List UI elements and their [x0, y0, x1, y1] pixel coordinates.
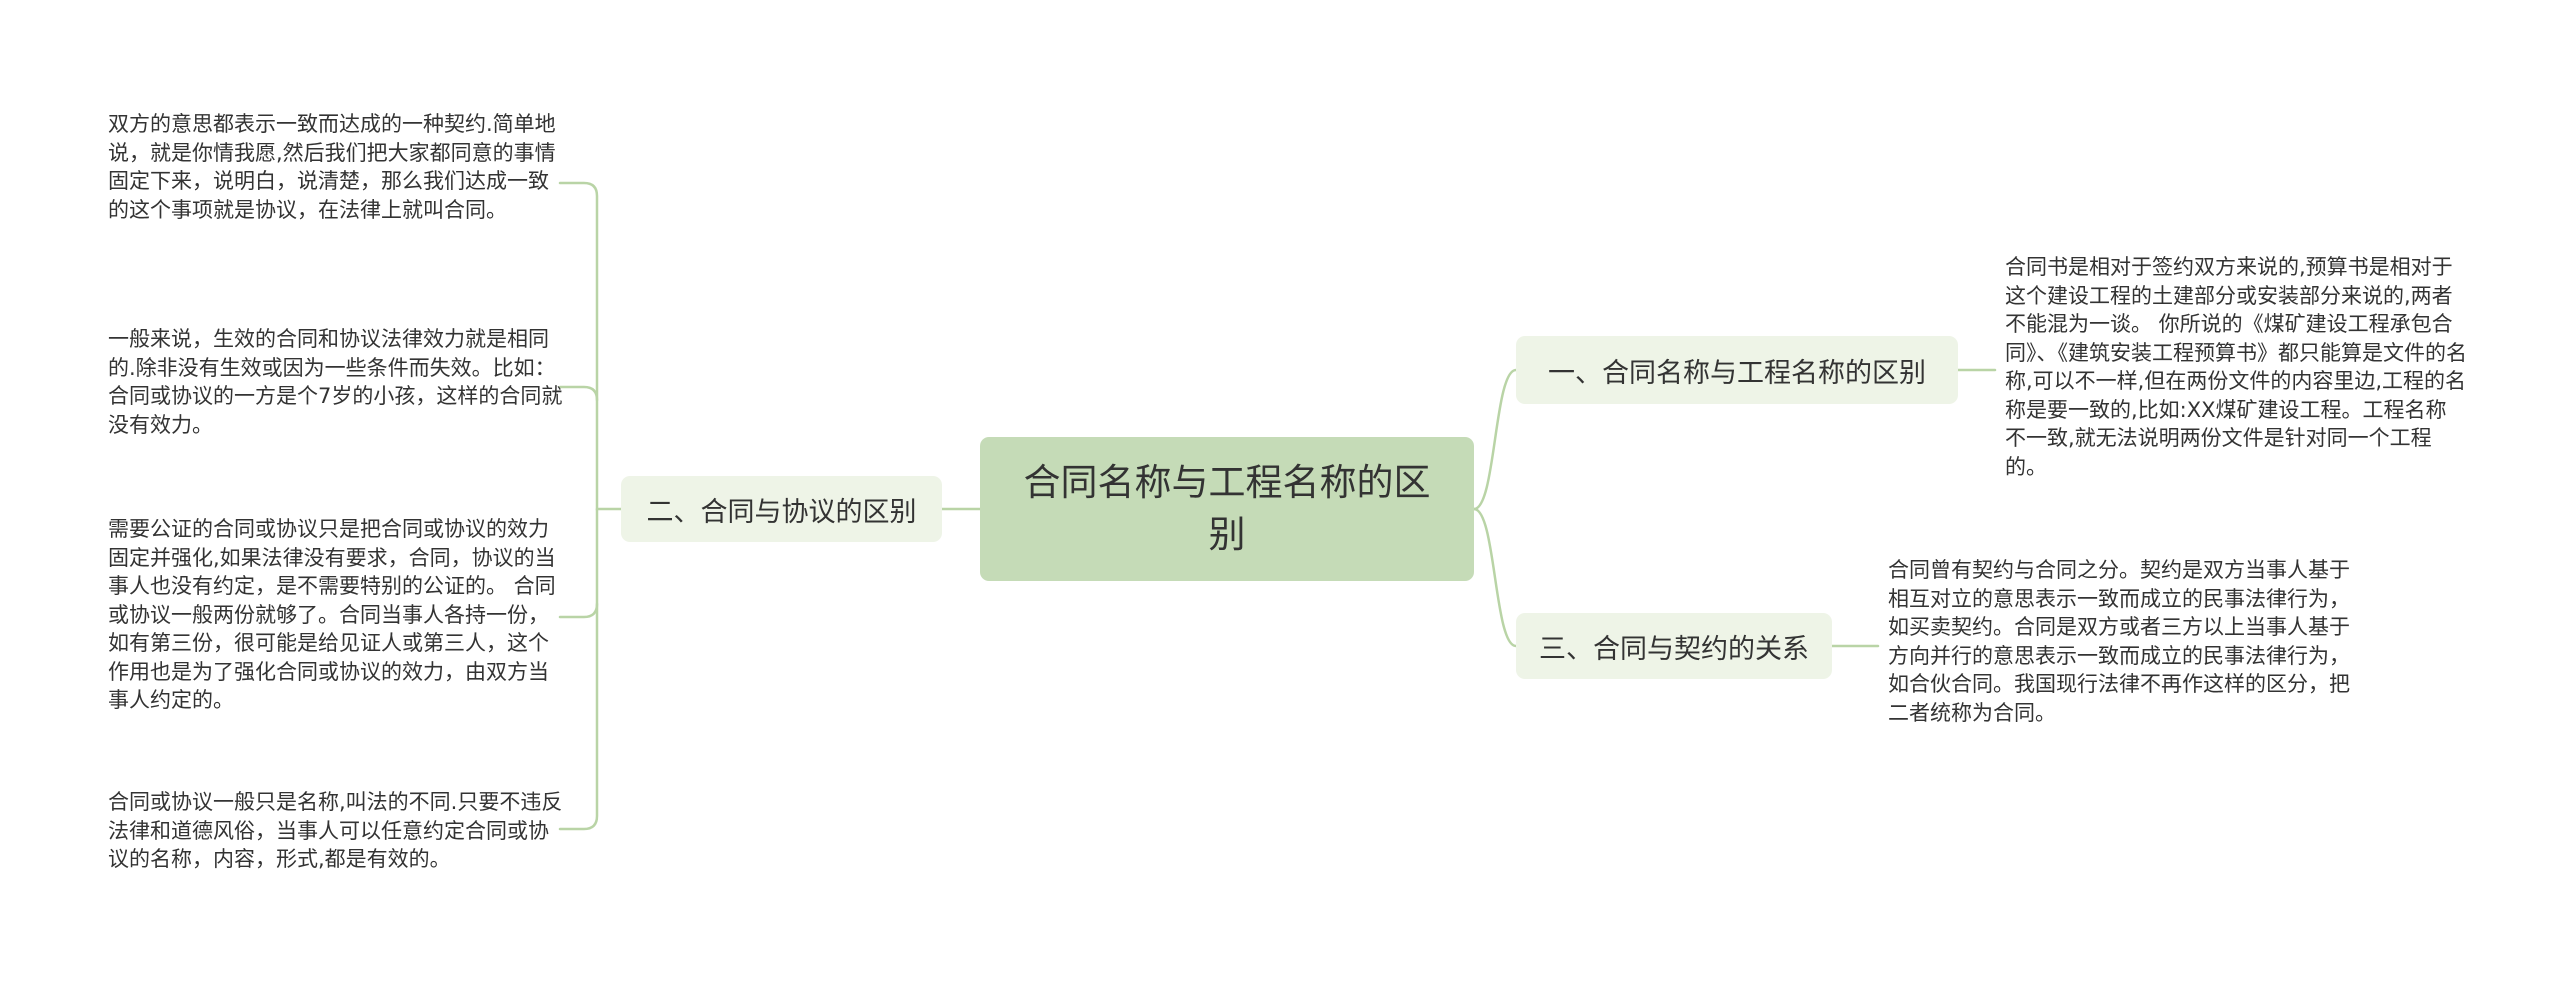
branch-topic-1-label: 一、合同名称与工程名称的区别: [1548, 357, 1926, 389]
branch-topic-2-label: 二、合同与协议的区别: [646, 496, 917, 528]
branch-3-leaf-1-text: 合同曾有契约与合同之分。契约是双方当事人基于相互对立的意思表示一致而成立的民事法…: [1888, 558, 2350, 725]
branch-2-leaf-3[interactable]: 需要公证的合同或协议只是把合同或协议的效力固定并强化,如果法律没有要求，合同，协…: [108, 515, 568, 715]
branch-1-leaf-1-text: 合同书是相对于签约双方来说的,预算书是相对于这个建设工程的土建部分或安装部分来说…: [2005, 255, 2467, 479]
branch-2-leaf-1[interactable]: 双方的意思都表示一致而达成的一种契约.简单地说，就是你情我愿,然后我们把大家都同…: [108, 110, 568, 224]
branch-3-leaf-1[interactable]: 合同曾有契约与合同之分。契约是双方当事人基于相互对立的意思表示一致而成立的民事法…: [1888, 556, 2350, 727]
branch-topic-2[interactable]: 二、合同与协议的区别: [621, 476, 942, 542]
branch-2-leaf-1-text: 双方的意思都表示一致而达成的一种契约.简单地说，就是你情我愿,然后我们把大家都同…: [108, 112, 556, 222]
branch-topic-3-label: 三、合同与契约的关系: [1539, 633, 1809, 665]
root-topic[interactable]: 合同名称与工程名称的区别: [980, 437, 1474, 581]
branch-2-leaf-3-text: 需要公证的合同或协议只是把合同或协议的效力固定并强化,如果法律没有要求，合同，协…: [108, 517, 556, 712]
branch-topic-3[interactable]: 三、合同与契约的关系: [1516, 613, 1832, 679]
branch-2-leaf-2[interactable]: 一般来说，生效的合同和协议法律效力就是相同的.除非没有生效或因为一些条件而失效。…: [108, 325, 568, 439]
connector-branch-2-to-leaf-2: [558, 385, 599, 402]
branch-1-leaf-1[interactable]: 合同书是相对于签约双方来说的,预算书是相对于这个建设工程的土建部分或安装部分来说…: [2005, 253, 2467, 481]
connector-branch-2-to-leaf-4: [558, 602, 599, 831]
branch-2-leaf-2-text: 一般来说，生效的合同和协议法律效力就是相同的.除非没有生效或因为一些条件而失效。…: [108, 327, 563, 437]
root-topic-label: 合同名称与工程名称的区别: [1023, 461, 1431, 556]
connector-root-to-branch-3: [1472, 507, 1518, 648]
branch-topic-1[interactable]: 一、合同名称与工程名称的区别: [1516, 336, 1958, 404]
connector-root-to-branch-1: [1472, 368, 1518, 511]
branch-2-leaf-4[interactable]: 合同或协议一般只是名称,叫法的不同.只要不违反法律和道德风俗，当事人可以任意约定…: [108, 788, 568, 874]
connector-branch-2-to-leaf-1: [558, 181, 623, 511]
branch-2-leaf-4-text: 合同或协议一般只是名称,叫法的不同.只要不违反法律和道德风俗，当事人可以任意约定…: [108, 790, 563, 871]
